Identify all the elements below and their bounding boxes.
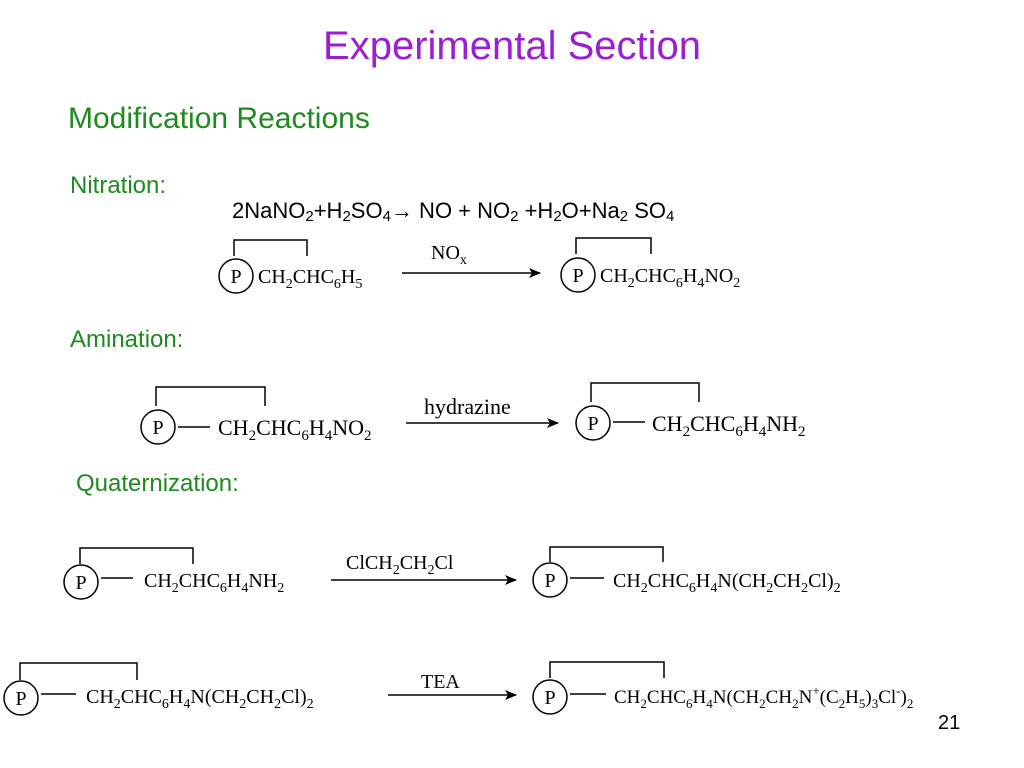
svg-text:CH2CHC6H4NH2: CH2CHC6H4NH2 [144, 570, 284, 596]
svg-text:P: P [544, 687, 555, 709]
svg-text:CH2CHC6H4N(CH2CH2Cl)2: CH2CHC6H4N(CH2CH2Cl)2 [86, 686, 314, 712]
quaternization-product-1: P CH2CHC6H4N(CH2CH2Cl)2 [532, 546, 841, 598]
quaternization-reactant-1: P CH2CHC6H4NH2 [63, 547, 284, 600]
svg-text:P: P [75, 572, 86, 594]
reaction-arrow-icon: → [390, 198, 413, 223]
amination-reagent: hydrazine [424, 394, 511, 419]
polymer-circle-icon [218, 258, 254, 294]
polymer-circle-icon [3, 680, 39, 716]
nitration-reactant: P CH2CHC6H5 [218, 239, 362, 294]
polymer-circle-icon [532, 679, 568, 715]
amination-reactant: P CH2CHC6H4NO2 [140, 386, 371, 445]
svg-text:CH2CHC6H4NO2: CH2CHC6H4NO2 [600, 265, 740, 291]
svg-text:CH2CHC6H4NH2: CH2CHC6H4NH2 [652, 411, 805, 440]
amination-product: P CH2CHC6H4NH2 [575, 382, 805, 441]
svg-text:P: P [152, 417, 163, 439]
quaternization-product-2: P CH2CHC6H4N(CH2CH2N+(C2H5)3Cl-)2 [532, 661, 913, 715]
svg-text:CH2CHC6H4NO2: CH2CHC6H4NO2 [218, 415, 371, 444]
polymer-circle-icon [140, 409, 176, 445]
svg-text:P: P [587, 413, 598, 435]
polymer-circle-icon [560, 257, 596, 293]
polymer-circle-icon [532, 562, 568, 598]
svg-text:P: P [544, 570, 555, 592]
section-label-amination: Amination: [70, 326, 184, 353]
svg-text:CH2CHC6H5: CH2CHC6H5 [258, 266, 362, 292]
nitrogen-oxide-equation: 2NaNO2+H2SO4→ NO + NO2 +H2O+Na2 SO4 [232, 198, 675, 225]
quaternization-reagent-1: ClCH2CH2Cl [346, 552, 454, 578]
polymer-circle-icon [575, 405, 611, 441]
nitration-reagent: NOx [431, 242, 467, 268]
svg-text:P: P [230, 266, 241, 288]
svg-text:CH2CHC6H4N(CH2CH2Cl)2: CH2CHC6H4N(CH2CH2Cl)2 [613, 570, 841, 596]
svg-text:P: P [572, 265, 583, 287]
nitration-product: P CH2CHC6H4NO2 [560, 237, 740, 293]
quaternization-reactant-2: P CH2CHC6H4N(CH2CH2Cl)2 [3, 662, 314, 716]
polymer-circle-icon [63, 564, 99, 600]
slide-subtitle: Modification Reactions [68, 102, 370, 135]
slide-title: Experimental Section [323, 24, 701, 68]
svg-text:CH2CHC6H4N(CH2CH2N+(C2H5)3Cl-): CH2CHC6H4N(CH2CH2N+(C2H5)3Cl-)2 [614, 683, 913, 711]
quaternization-reagent-2: TEA [421, 671, 460, 693]
page-number: 21 [938, 712, 961, 734]
section-label-quaternization: Quaternization: [76, 470, 239, 497]
section-label-nitration: Nitration: [70, 172, 167, 199]
svg-text:P: P [15, 688, 26, 710]
